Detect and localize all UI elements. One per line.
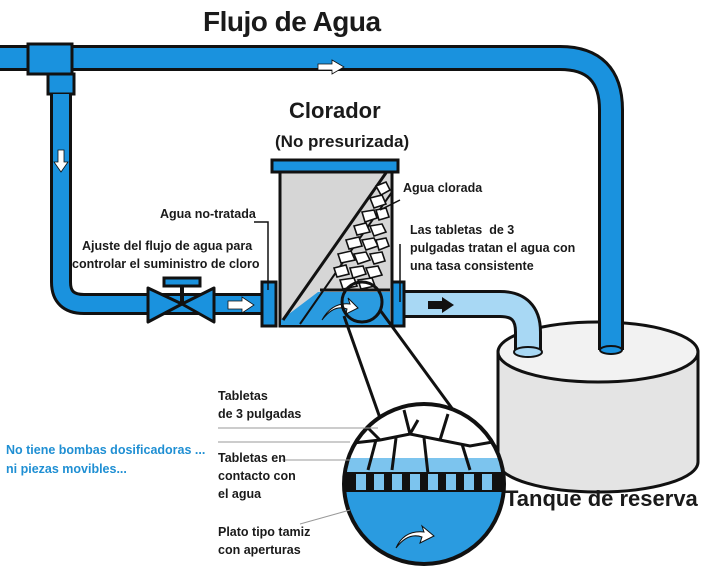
flow-arrows <box>53 59 454 314</box>
label-tablets-1: Las tabletas de 3 <box>410 223 515 237</box>
valve <box>146 276 216 324</box>
detail-leader-lines <box>218 427 378 525</box>
detail-contact-2: contacto con <box>218 469 296 483</box>
label-flow-adjust-1: Ajuste del flujo de agua para <box>82 239 253 253</box>
label-untreated-water: Agua no-tratada <box>160 207 256 221</box>
label-tablets-3: una tasa consistente <box>410 259 534 273</box>
label-chlorinated-water: Agua clorada <box>403 181 483 195</box>
detail-contact-3: el agua <box>218 487 262 501</box>
label-flow-adjust-2: controlar el suministro de cloro <box>72 257 260 271</box>
page-title: Flujo de Agua <box>203 6 381 37</box>
leader-lines <box>254 199 401 302</box>
chlorinator-note: (No presurizada) <box>275 132 410 151</box>
label-tablets-2: pulgadas tratan el agua con <box>410 241 576 255</box>
detail-tablets-2: de 3 pulgadas <box>218 407 302 421</box>
detail-contact-1: Tabletas en <box>218 451 286 465</box>
magnified-detail <box>342 402 506 566</box>
outlet-pipe <box>398 290 623 358</box>
tablet-stack <box>332 180 392 290</box>
supply-pipe <box>0 42 624 350</box>
chlorinator <box>260 158 406 328</box>
detail-tablets-1: Tabletas <box>218 389 268 403</box>
detail-plate-2: con aperturas <box>218 543 301 557</box>
magnifier-connectors <box>342 309 464 423</box>
note-line-1: No tiene bombas dosificadoras ... <box>6 443 206 457</box>
chlorinator-title: Clorador <box>289 98 381 123</box>
branch-pipe <box>50 94 268 315</box>
note-line-2: ni piezas movibles... <box>6 462 127 476</box>
detail-plate-1: Plato tipo tamiz <box>218 525 311 539</box>
tank-label: Tanque de reserva <box>505 486 698 511</box>
